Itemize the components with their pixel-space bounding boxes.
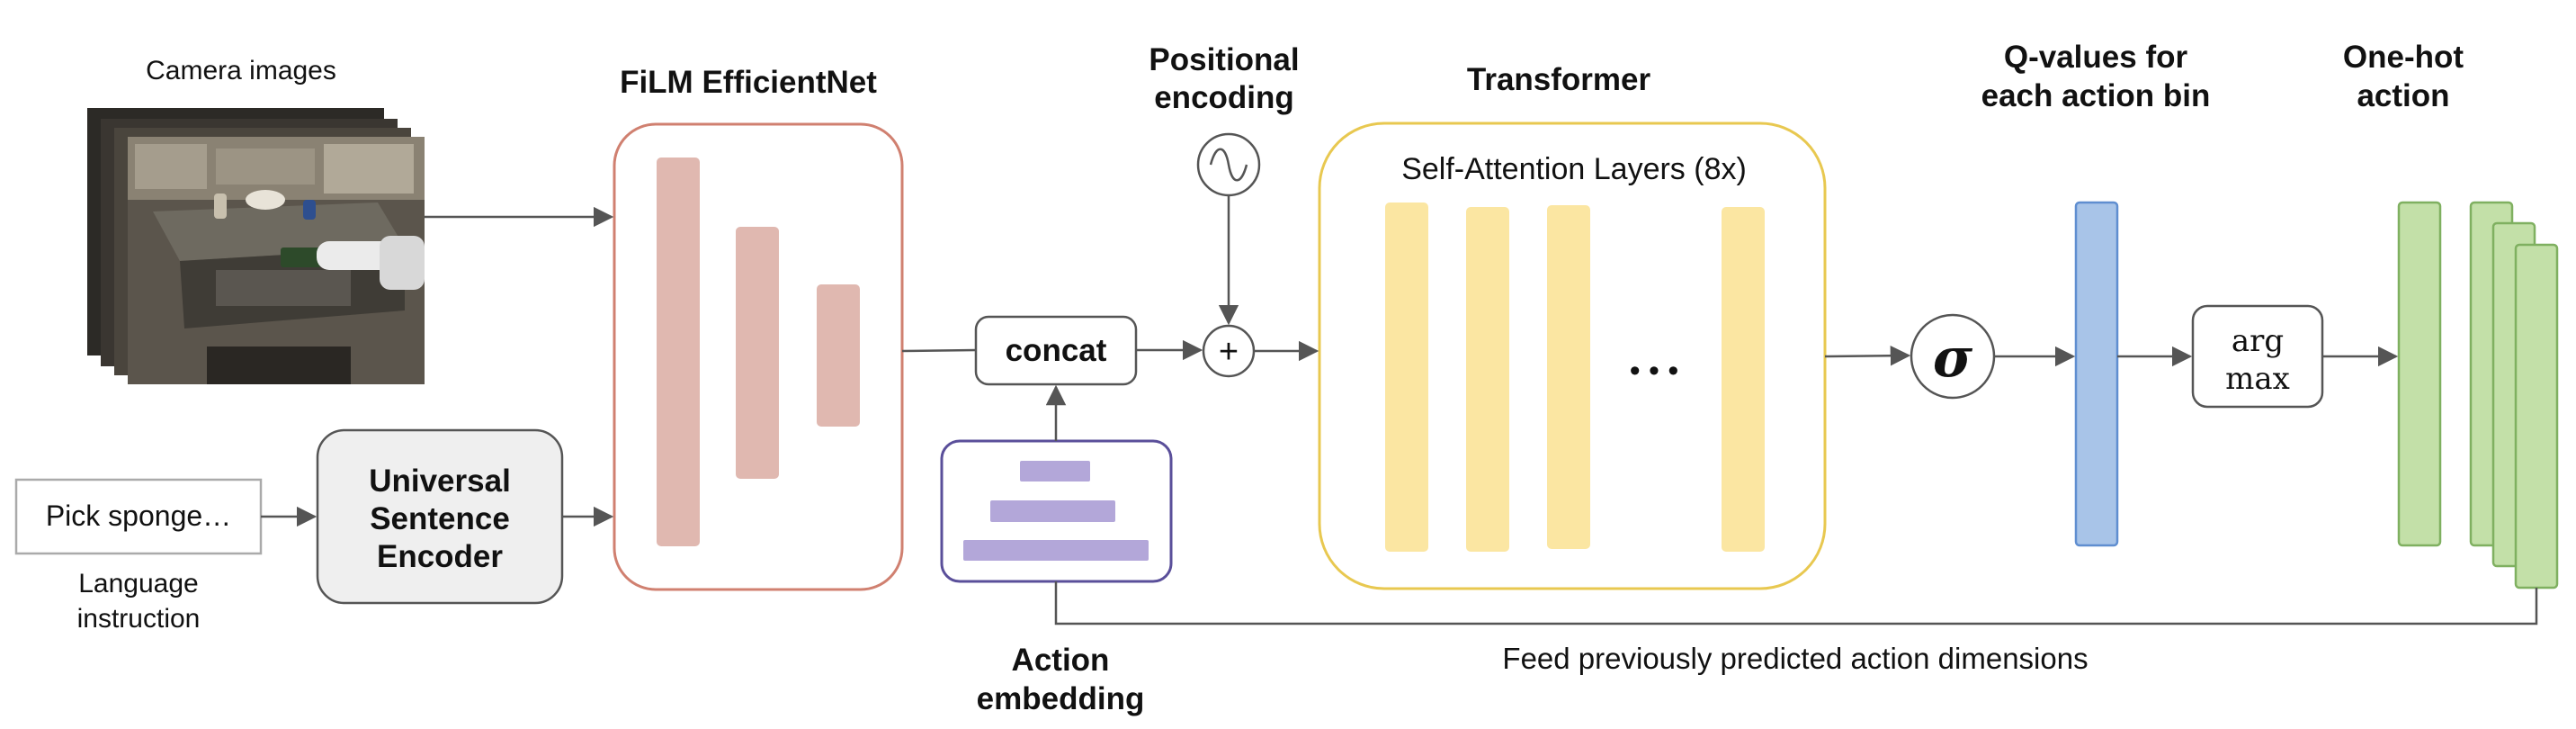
action-embedding-line2: embedding (977, 681, 1145, 716)
qvalues-bar (2074, 201, 2119, 547)
attention-layer-bar (1466, 207, 1509, 552)
encoder-line2: Sentence (370, 501, 510, 536)
self-attention-label: Self-Attention Layers (8x) (1401, 152, 1747, 186)
attention-layer-bar (1722, 207, 1765, 552)
encoder-line1: Universal (369, 464, 511, 499)
camera-images-label: Camera images (146, 56, 336, 86)
onehot-bar (2397, 201, 2442, 547)
onehot-bar (2514, 243, 2559, 590)
film-layer-bar (736, 227, 779, 479)
argmax-line2: max (2225, 361, 2290, 397)
action-embedding-line1: Action (1012, 643, 1110, 678)
film-layer-bar (657, 158, 700, 546)
connector-lines (261, 195, 2538, 626)
language-caption-line2: instruction (77, 604, 201, 634)
sigma-icon: σ (1933, 327, 1973, 390)
attention-layer-bar (1385, 202, 1428, 552)
positional-line2: encoding (1154, 80, 1294, 115)
feedback-loop-line (1054, 581, 2538, 626)
language-caption-line1: Language (78, 569, 198, 598)
language-input-box (14, 478, 263, 555)
feedback-label: Feed previously predicted action dimensi… (1502, 642, 2088, 675)
qvalues-line1: Q-values for (2004, 40, 2188, 75)
plus-icon: + (1219, 333, 1239, 371)
film-title: FiLM EfficientNet (620, 65, 877, 100)
encoder-line3: Encoder (377, 539, 503, 574)
camera-images-stack (87, 108, 425, 384)
language-input-text: Pick sponge… (46, 500, 231, 532)
line-film-to-concat (901, 348, 977, 353)
ellipsis: • • • (1630, 354, 1679, 388)
camera-photo (128, 137, 425, 384)
onehot-line2: action (2357, 78, 2449, 113)
action-embedding-bar (1020, 461, 1090, 482)
action-embedding-bar (963, 540, 1149, 561)
onehot-line1: One-hot (2343, 40, 2464, 75)
concat-label: concat (1006, 333, 1107, 368)
transformer-title: Transformer (1467, 62, 1651, 97)
action-embedding-bar (990, 500, 1115, 522)
positional-line1: Positional (1149, 42, 1299, 77)
qvalues-line2: each action bin (1981, 78, 2211, 113)
attention-layer-bar (1547, 205, 1590, 549)
sine-wave-curve (1209, 148, 1248, 182)
argmax-line1: arg (2232, 323, 2284, 359)
film-layer-bar (817, 284, 860, 427)
